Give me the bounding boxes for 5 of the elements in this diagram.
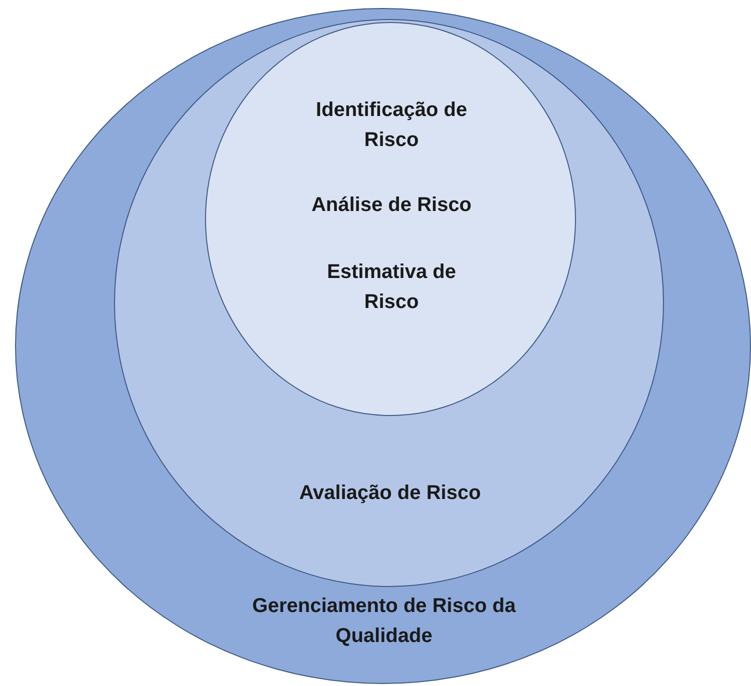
node-label: Identificação de Risco <box>314 98 468 153</box>
node-label: Avaliação de Risco <box>298 481 482 506</box>
node-label: Gerenciamento de Risco da Qualidade <box>251 594 517 649</box>
node-label: Estimativa de Risco <box>326 260 457 315</box>
node-label: Análise de Risco <box>310 193 473 218</box>
